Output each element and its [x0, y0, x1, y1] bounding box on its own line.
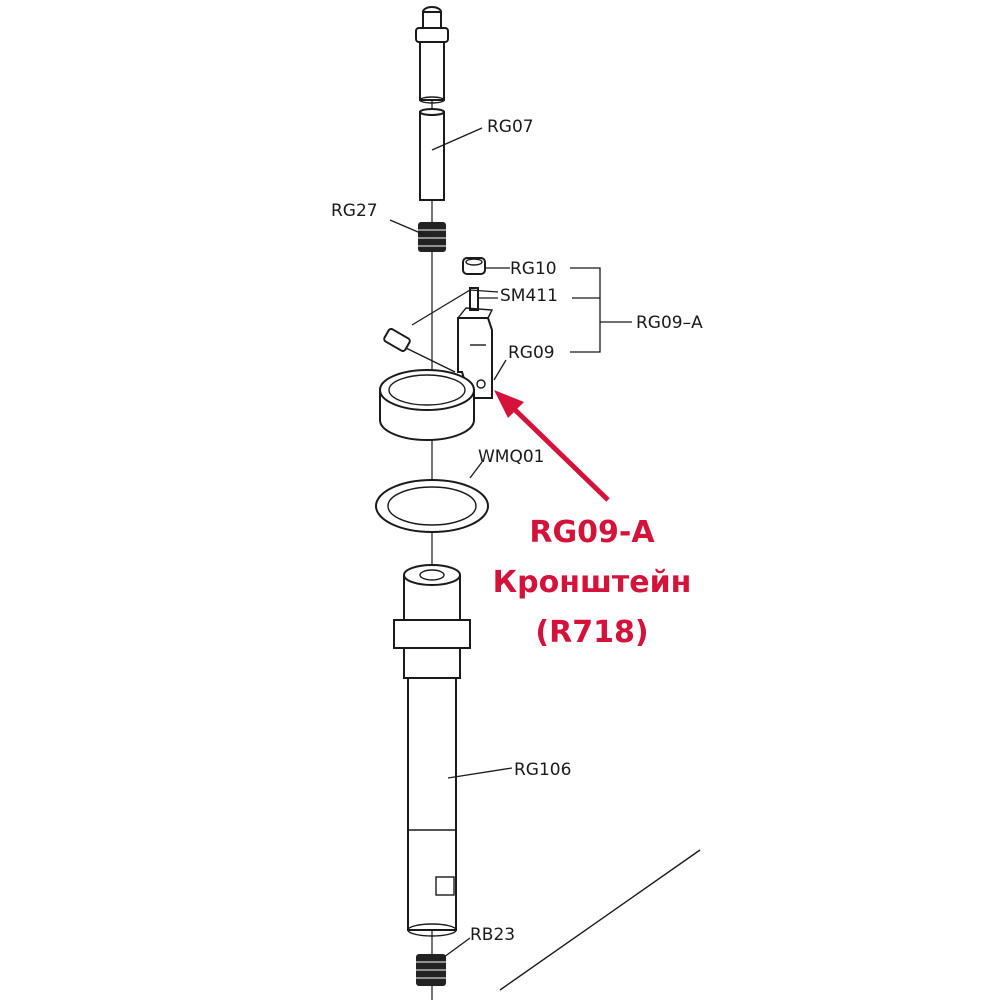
rg106-shaft [393, 564, 471, 937]
side-screw [383, 328, 456, 373]
sm411-pin [469, 287, 479, 311]
callout-model: (R718) [535, 615, 648, 650]
rg27-knurled-nut [418, 222, 446, 252]
rb23-knurled-nut [416, 954, 446, 986]
label-rg27: RG27 [331, 201, 378, 221]
rg07-pin-upper [415, 6, 449, 104]
label-wmq01: WMQ01 [478, 447, 545, 467]
rg09-bracket [379, 307, 494, 441]
label-rg106: RG106 [514, 760, 571, 780]
rg10-screw [462, 257, 486, 275]
leader-lines [389, 127, 632, 961]
wmq01-washer [375, 479, 489, 533]
label-rb23: RB23 [470, 925, 515, 945]
label-rg07: RG07 [487, 117, 534, 137]
callout-part-name: Кронштейн [493, 565, 692, 600]
callout-arrow [494, 390, 610, 502]
label-rg09: RG09 [508, 343, 555, 363]
label-sm411: SM411 [500, 286, 558, 306]
callout-part-number: RG09-A [529, 515, 655, 550]
label-rg09a-group: RG09–A [636, 313, 703, 333]
label-rg10: RG10 [510, 259, 557, 279]
base-edge-line [499, 849, 701, 991]
rg07-rod [419, 108, 445, 201]
